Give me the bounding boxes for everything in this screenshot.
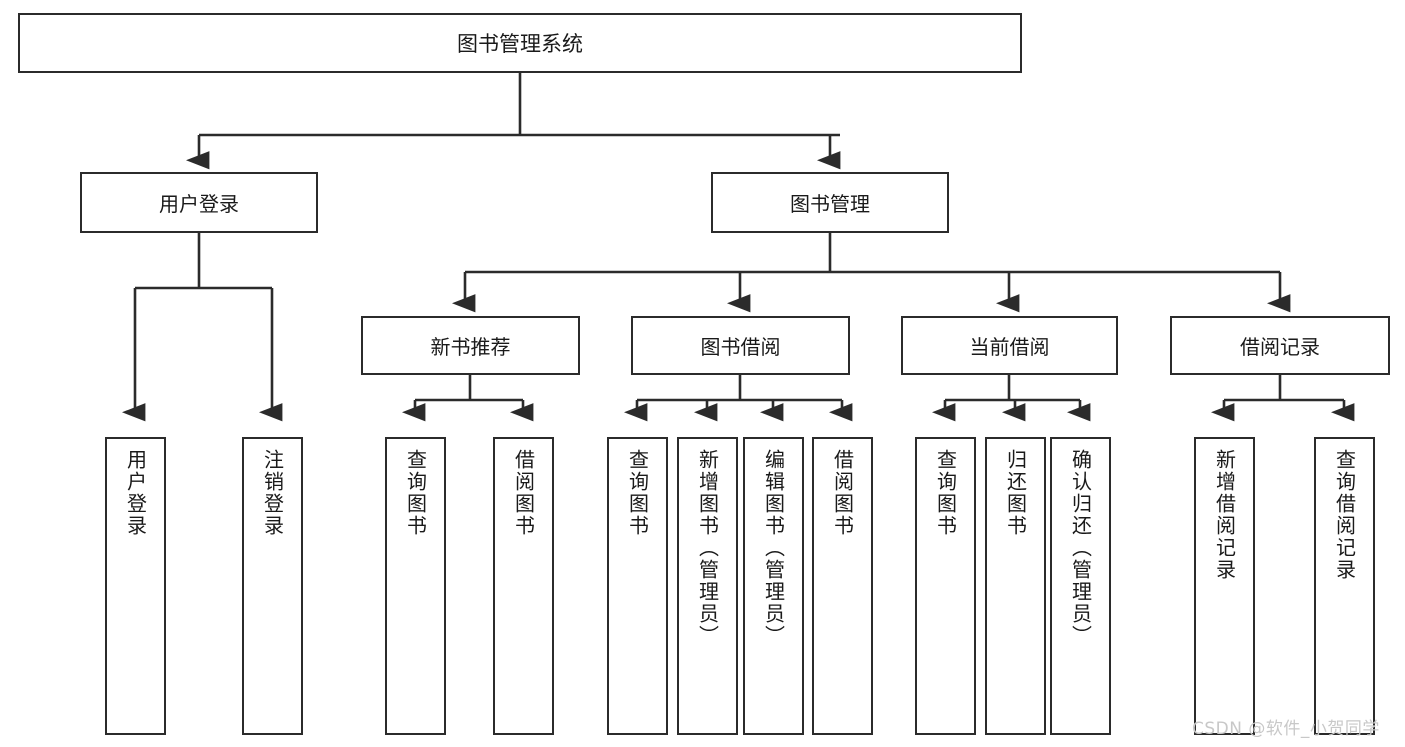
leaf-borrow-borrow-book[interactable]: 借阅图书 (812, 437, 873, 735)
node-label: 新增借阅记录 (1212, 449, 1237, 581)
node-label: 借阅记录 (1240, 335, 1320, 359)
node-label: 确认归还（管理员） (1068, 449, 1093, 647)
leaf-borrow-edit-book-admin[interactable]: 编辑图书（管理员） (743, 437, 804, 735)
leaf-new-book-query[interactable]: 查询图书 (385, 437, 446, 735)
leaf-current-confirm-return-admin[interactable]: 确认归还（管理员） (1050, 437, 1111, 735)
node-user-login[interactable]: 用户登录 (80, 172, 318, 233)
node-label: 图书管理 (790, 192, 870, 216)
node-label: 用户登录 (159, 192, 239, 216)
node-label: 查询借阅记录 (1332, 449, 1357, 581)
leaf-record-add[interactable]: 新增借阅记录 (1194, 437, 1255, 735)
leaf-borrow-query-book[interactable]: 查询图书 (607, 437, 668, 735)
node-label: 当前借阅 (969, 335, 1050, 359)
leaf-current-query-book[interactable]: 查询图书 (915, 437, 976, 735)
node-label: 借阅图书 (830, 449, 855, 537)
node-label: 图书管理系统 (457, 32, 583, 56)
node-borrow-record[interactable]: 借阅记录 (1170, 316, 1390, 375)
node-label: 借阅图书 (511, 449, 536, 537)
node-label: 归还图书 (1003, 449, 1028, 537)
leaf-record-query[interactable]: 查询借阅记录 (1314, 437, 1375, 735)
node-book-borrow[interactable]: 图书借阅 (631, 316, 850, 375)
node-label: 图书借阅 (700, 335, 781, 359)
leaf-user-login-signout[interactable]: 注销登录 (242, 437, 303, 735)
node-new-book-recommend[interactable]: 新书推荐 (361, 316, 580, 375)
node-book-management[interactable]: 图书管理 (711, 172, 949, 233)
node-label: 查询图书 (933, 449, 958, 537)
node-root-system[interactable]: 图书管理系统 (18, 13, 1022, 73)
leaf-user-login-signin[interactable]: 用户登录 (105, 437, 166, 735)
leaf-current-return-book[interactable]: 归还图书 (985, 437, 1046, 735)
node-label: 注销登录 (260, 449, 285, 537)
node-label: 编辑图书（管理员） (761, 449, 786, 647)
node-label: 新增图书（管理员） (695, 449, 720, 647)
node-label: 查询图书 (625, 449, 650, 537)
leaf-borrow-add-book-admin[interactable]: 新增图书（管理员） (677, 437, 738, 735)
node-label: 用户登录 (123, 449, 148, 537)
node-label: 查询图书 (403, 449, 428, 537)
watermark-text: CSDN @软件_小贺同学 (1192, 719, 1380, 739)
node-current-borrow[interactable]: 当前借阅 (901, 316, 1118, 375)
leaf-new-book-borrow[interactable]: 借阅图书 (493, 437, 554, 735)
node-label: 新书推荐 (430, 335, 511, 359)
